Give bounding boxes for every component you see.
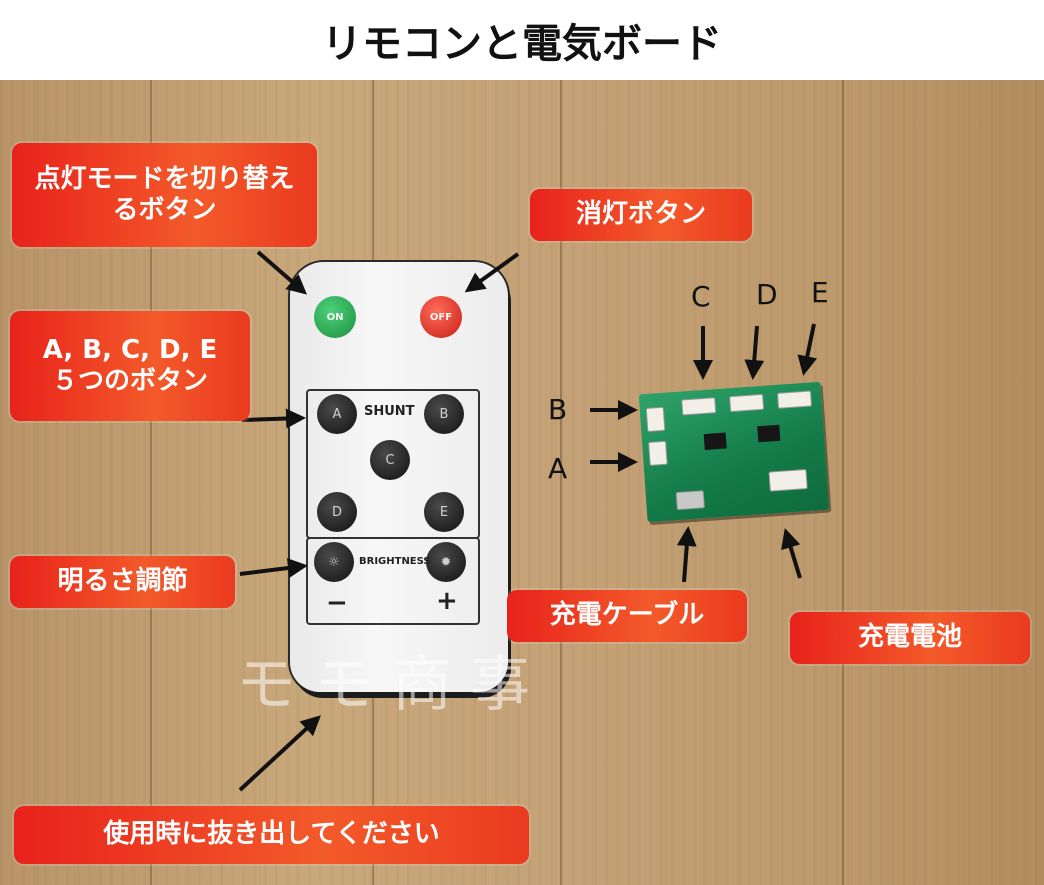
board-letter-a: A	[548, 452, 568, 485]
on-button: ON	[314, 296, 356, 338]
label-abcde-line2: ５つのボタン	[51, 366, 208, 396]
plus-sign: +	[436, 586, 458, 616]
board-letter-e: E	[811, 276, 829, 309]
label-battery: 充電電池	[790, 612, 1030, 664]
button-e: E	[424, 492, 464, 532]
board-letter-c: C	[691, 280, 711, 313]
button-b: B	[424, 394, 464, 434]
shunt-label: SHUNT	[364, 404, 415, 419]
label-abcde-buttons: A, B, C, D, E ５つのボタン	[10, 311, 250, 421]
label-brightness: 明るさ調節	[10, 556, 235, 608]
board-letter-b: B	[548, 393, 568, 426]
label-pull-out: 使用時に抜き出してください	[14, 806, 529, 864]
page-title: リモコンと電気ボード	[322, 20, 722, 67]
off-button: OFF	[420, 296, 462, 338]
brightness-panel	[306, 537, 480, 625]
label-abcde-line1: A, B, C, D, E	[42, 334, 218, 365]
button-a: A	[317, 394, 357, 434]
label-charge-cable: 充電ケーブル	[507, 590, 747, 642]
brightness-down-button: ☼	[314, 542, 354, 582]
button-d: D	[317, 492, 357, 532]
watermark: モモ商事	[236, 650, 548, 720]
button-c: C	[370, 440, 410, 480]
minus-sign: −	[326, 588, 348, 618]
brightness-text: BRIGHTNESS	[359, 556, 431, 567]
label-off-button: 消灯ボタン	[530, 189, 752, 241]
board-letter-d: D	[756, 278, 778, 311]
brightness-up-button: ✹	[426, 542, 466, 582]
label-mode-switch: 点灯モードを切り替えるボタン	[12, 143, 317, 247]
